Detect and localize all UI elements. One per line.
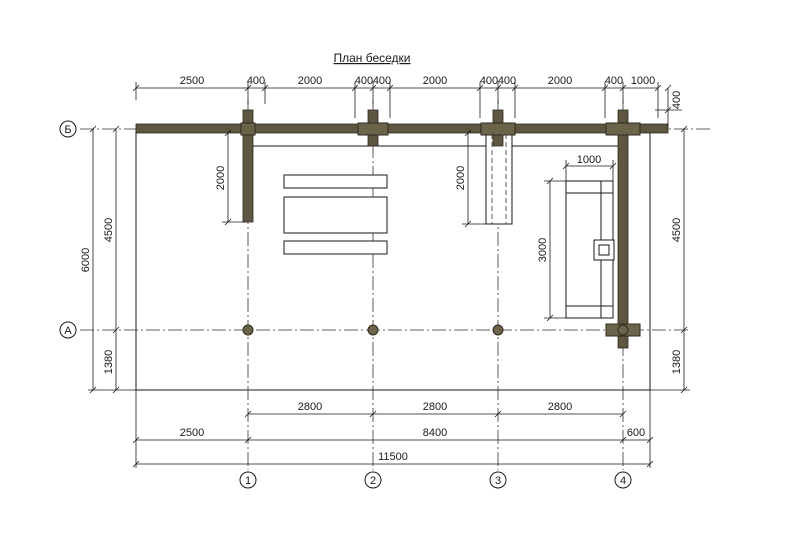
dim-top-chain: 2500 400 2000 400 400 2000 400 400 2000 … — [132, 75, 662, 118]
dim-part-8400: 8400 — [423, 427, 447, 439]
axis-bubble-b: Б — [59, 120, 77, 138]
bench-bottom — [283, 240, 388, 255]
post-b1 — [240, 122, 256, 136]
dim-top-3: 400 — [355, 75, 373, 87]
sofa — [565, 180, 615, 319]
dim-top-right-400: 400 — [671, 91, 683, 109]
dim-sofa: 1000 3000 — [537, 154, 617, 322]
dim-left-6000: 6000 — [80, 248, 92, 272]
dim-bottom-total: 11500 — [132, 444, 654, 468]
axis-bubble-4: 4 — [614, 471, 632, 489]
dim-beam-col1-2000: 2000 — [215, 166, 227, 190]
dim-total-11500: 11500 — [378, 451, 408, 463]
axis-label-1: 1 — [245, 475, 251, 487]
dim-right-chain: 4500 1380 — [650, 125, 690, 394]
dim-top-1: 400 — [247, 75, 265, 87]
axis-bubble-1: 1 — [239, 471, 257, 489]
dim-beam-col1: 2000 — [215, 129, 246, 226]
right-beam — [617, 109, 629, 349]
dim-top-5: 2000 — [423, 75, 447, 87]
post-a1 — [242, 324, 254, 336]
axis-label-4: 4 — [620, 475, 626, 487]
axis-bubble-3: 3 — [489, 471, 507, 489]
dim-beam-col3: 2000 — [455, 129, 486, 228]
post-a2 — [367, 324, 379, 336]
axis-lines — [80, 100, 712, 470]
axis-bubble-a: А — [59, 321, 77, 339]
table — [283, 196, 388, 234]
dim-part-2500: 2500 — [180, 427, 204, 439]
post-a4-center — [617, 324, 629, 336]
dim-left-1380: 1380 — [103, 350, 115, 374]
post-b2 — [357, 122, 389, 136]
table-set — [283, 174, 388, 255]
bench-top — [283, 174, 388, 189]
dim-span-3-4: 2800 — [548, 401, 572, 413]
dim-top-4: 400 — [373, 75, 391, 87]
dim-top-9: 400 — [605, 75, 623, 87]
dim-top-10: 1000 — [631, 75, 655, 87]
dim-part-600: 600 — [627, 427, 645, 439]
dim-top-7: 400 — [498, 75, 516, 87]
axis-label-a: А — [64, 325, 72, 337]
axis-label-b: Б — [64, 124, 71, 136]
post-b3 — [480, 122, 516, 136]
dim-left-4500: 4500 — [103, 218, 115, 242]
dim-beam-col3-2000: 2000 — [455, 166, 467, 190]
dim-left-chain: 6000 4500 1380 — [80, 125, 136, 394]
dim-top-6: 400 — [480, 75, 498, 87]
dim-top-2: 2000 — [298, 75, 322, 87]
post-a3 — [492, 324, 504, 336]
axis-label-2: 2 — [370, 475, 376, 487]
top-beam — [135, 123, 669, 134]
plan-title: План беседки — [333, 51, 410, 65]
dim-sofa-1000: 1000 — [577, 154, 601, 166]
dim-top-8: 2000 — [548, 75, 572, 87]
axis-label-3: 3 — [495, 475, 501, 487]
dim-top-right-vertical: 400 — [655, 84, 683, 130]
dim-span-2-3: 2800 — [423, 401, 447, 413]
dim-right-1380: 1380 — [671, 350, 683, 374]
dim-span-1-2: 2800 — [298, 401, 322, 413]
dim-right-4500: 4500 — [671, 218, 683, 242]
dashed-beam-col3 — [485, 133, 513, 225]
dim-top-0: 2500 — [180, 75, 204, 87]
dim-bottom-spans: 2800 2800 2800 — [244, 401, 627, 418]
post-b4 — [605, 122, 641, 136]
dim-sofa-3000: 3000 — [537, 238, 549, 262]
beam-col1 — [242, 109, 254, 223]
axis-bubble-2: 2 — [364, 471, 382, 489]
dim-bottom-parts: 2500 8400 600 — [132, 390, 654, 468]
posts — [240, 122, 641, 337]
